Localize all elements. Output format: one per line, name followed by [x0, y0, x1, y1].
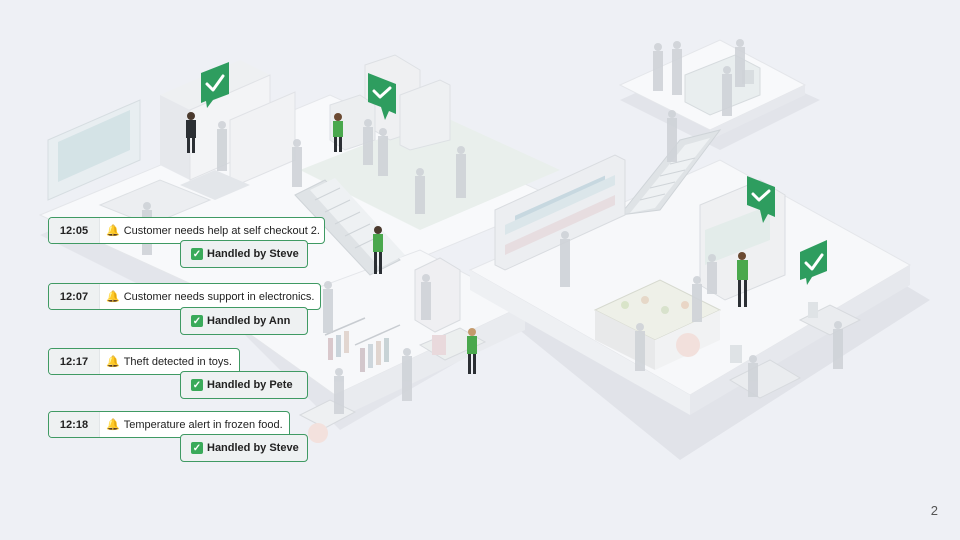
bell-icon: 🔔	[106, 291, 120, 303]
checkmark-badge-icon	[800, 240, 827, 285]
page-number: 2	[930, 503, 938, 518]
alert-time: 12:17	[49, 349, 100, 374]
bell-icon: 🔔	[106, 419, 120, 431]
check-icon: ✓	[191, 315, 203, 327]
alert-card[interactable]: 12:18 🔔Temperature alert in frozen food.	[48, 411, 290, 438]
alert-message: Theft detected in toys.	[123, 355, 232, 368]
handled-label: Handled by Ann	[207, 315, 291, 327]
alert-message: Customer needs help at self checkout 2.	[123, 224, 320, 237]
alert-time: 12:05	[49, 218, 100, 243]
check-icon: ✓	[191, 248, 203, 260]
handled-badge: ✓ Handled by Steve	[180, 434, 308, 462]
handled-label: Handled by Steve	[207, 442, 299, 454]
checkmark-badge-icon	[747, 176, 775, 223]
alert-message: Temperature alert in frozen food.	[123, 418, 283, 431]
checkmark-badge-icon	[368, 73, 396, 120]
alert-time: 12:18	[49, 412, 100, 437]
alert-time: 12:07	[49, 284, 100, 309]
handled-badge: ✓ Handled by Pete	[180, 371, 308, 399]
alert-message: Customer needs support in electronics.	[123, 290, 315, 303]
bell-icon: 🔔	[106, 356, 120, 368]
bell-icon: 🔔	[106, 225, 120, 237]
alert-card[interactable]: 12:05 🔔Customer needs help at self check…	[48, 217, 325, 244]
handled-label: Handled by Pete	[207, 379, 293, 391]
alert-card[interactable]: 12:17 🔔Theft detected in toys.	[48, 348, 240, 375]
check-icon: ✓	[191, 379, 203, 391]
handled-badge: ✓ Handled by Ann	[180, 307, 308, 335]
handled-label: Handled by Steve	[207, 248, 299, 260]
check-icon: ✓	[191, 442, 203, 454]
alert-card[interactable]: 12:07 🔔Customer needs support in electro…	[48, 283, 321, 310]
handled-badge: ✓ Handled by Steve	[180, 240, 308, 268]
checkmark-badge-icon	[201, 62, 229, 108]
